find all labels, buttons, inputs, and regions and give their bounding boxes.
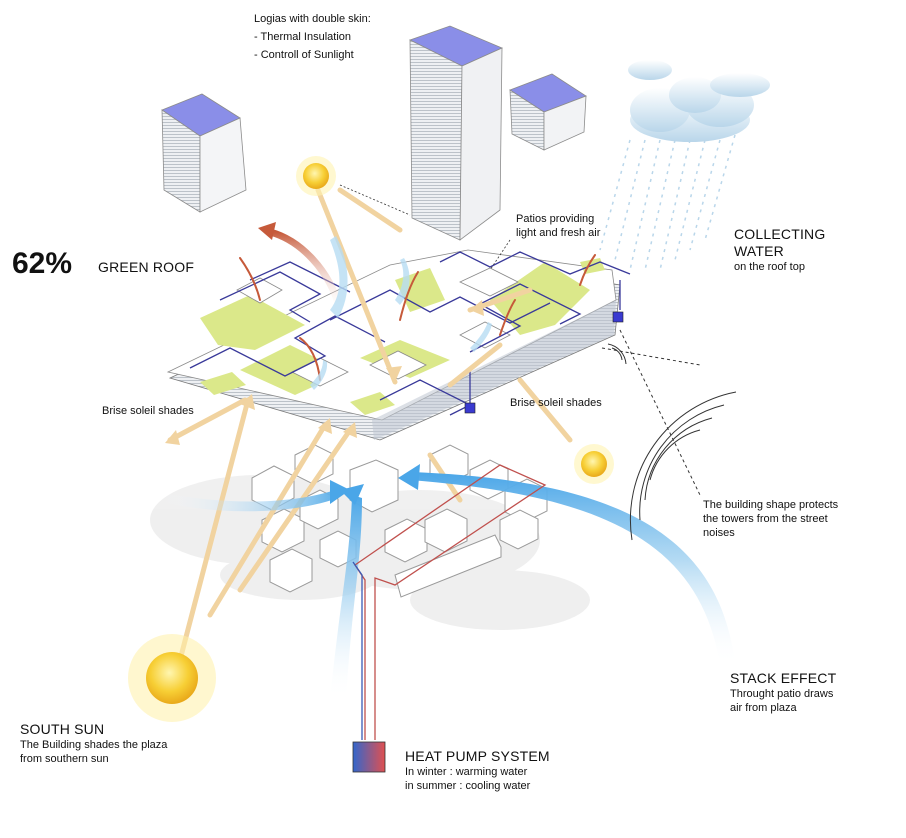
- collecting-water-title: WATER: [734, 243, 784, 259]
- stack-effect-title: STACK EFFECT: [730, 670, 837, 686]
- leader-lines: [339, 184, 511, 271]
- tower-center: [408, 25, 503, 241]
- green-roof-percent: 62%: [12, 247, 73, 280]
- brise-soleil-right-label: Brise soleil shades: [510, 397, 602, 409]
- collecting-water-subtitle: on the roof top: [734, 261, 805, 273]
- sun-icon-small-right: [574, 444, 614, 484]
- sun-ray-heads: [165, 300, 484, 445]
- patios-line: Patios providing: [516, 213, 595, 225]
- logias-label: Logias with double skin: - Thermal Insul…: [254, 12, 371, 62]
- logias-item: - Controll of Sunlight: [254, 49, 354, 61]
- collecting-water-title: COLLECTING: [734, 226, 826, 242]
- south-sun-line: The Building shades the plaza: [20, 739, 168, 751]
- south-sun-label: SOUTH SUN The Building shades the plaza …: [20, 721, 167, 766]
- heat-pump-line: In winter : warming water: [405, 766, 528, 778]
- heat-pump-unit: [352, 741, 386, 773]
- noise-line: the towers from the street: [703, 513, 828, 525]
- air-flow: [160, 236, 735, 700]
- noise-waves: [601, 329, 737, 541]
- noise-label: The building shape protects the towers f…: [703, 498, 838, 540]
- stack-effect-line: Throught patio draws: [730, 688, 834, 700]
- south-sun-line: from southern sun: [20, 753, 109, 765]
- south-sun-title: SOUTH SUN: [20, 721, 105, 737]
- tower-left: [161, 93, 247, 213]
- hot-air-arrows: [239, 228, 596, 381]
- collecting-water-label: COLLECTING WATER on the roof top: [734, 226, 825, 274]
- stack-effect-line: air from plaza: [730, 702, 797, 714]
- patios-label: Patios providing light and fresh air: [516, 212, 600, 240]
- tower-right: [509, 73, 587, 151]
- green-roof-label: GREEN ROOF: [98, 259, 195, 275]
- rain-cloud: [599, 60, 770, 271]
- noise-line: The building shape protects: [703, 499, 839, 511]
- noise-line: noises: [703, 527, 735, 539]
- brise-soleil-left-label: Brise soleil shades: [102, 405, 194, 417]
- stack-effect-label: STACK EFFECT Throught patio draws air fr…: [730, 670, 836, 715]
- heat-pump-label: HEAT PUMP SYSTEM In winter : warming wat…: [405, 748, 550, 793]
- heat-pump-line: in summer : cooling water: [405, 780, 531, 792]
- heat-pump-pipes: [352, 464, 547, 740]
- logias-title: Logias with double skin:: [254, 13, 371, 25]
- sun-icon-large: [128, 634, 216, 722]
- water-tanks: [464, 311, 624, 414]
- sun-icon-small-top: [296, 156, 336, 196]
- heat-pump-title: HEAT PUMP SYSTEM: [405, 748, 550, 764]
- hot-air-arrowhead: [258, 222, 276, 240]
- sun-rays: [167, 187, 573, 663]
- patios-line: light and fresh air: [516, 227, 601, 239]
- plaza-buildings: [251, 444, 548, 598]
- logias-item: - Thermal Insulation: [254, 31, 352, 43]
